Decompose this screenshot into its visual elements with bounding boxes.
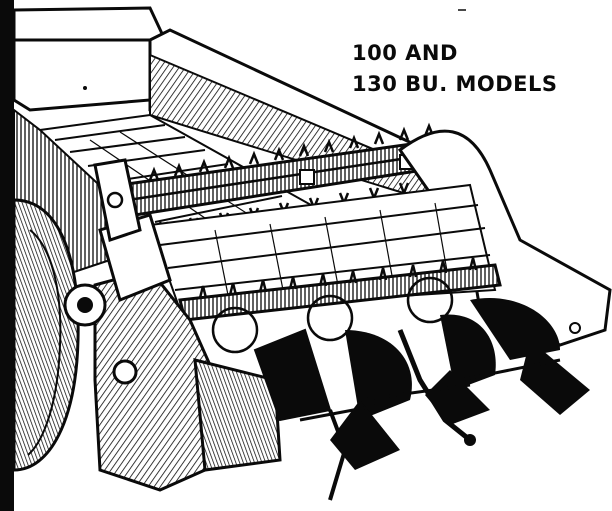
lower-housing	[193, 358, 282, 472]
box-top-panel	[12, 6, 167, 112]
left-edge-shadow	[0, 0, 14, 511]
right-end-plate	[397, 129, 612, 347]
tire-left	[12, 198, 80, 472]
caption-line-1: 100 AND	[352, 41, 458, 65]
spreader-paddles	[253, 298, 590, 501]
model-caption: 100 AND 130 BU. MODELS	[352, 38, 602, 100]
lower-beater	[178, 257, 502, 354]
caption-line-2: 130 BU. MODELS	[352, 72, 558, 96]
